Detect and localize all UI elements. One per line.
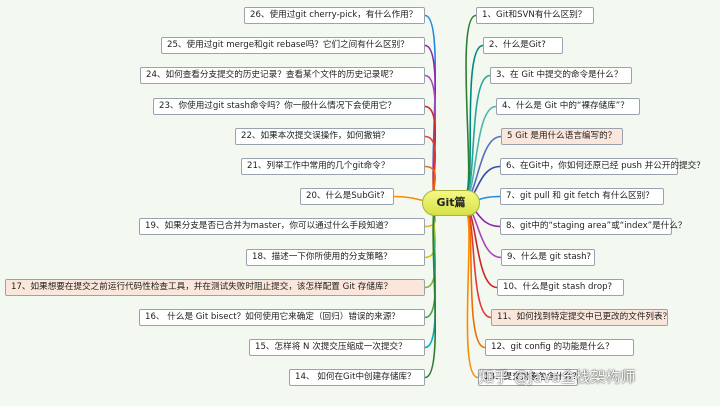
branch-left-12[interactable]: 15、怎样将 N 次提交压缩成一次提交？ [249,339,425,356]
branch-right-10[interactable]: 10、什么是git stash drop? [497,279,624,296]
branch-right-5[interactable]: 5 Git 是用什么语言编写的？ [501,128,623,145]
branch-right-1[interactable]: 1、Git和SVN有什么区别？ [476,7,594,24]
branch-right-7[interactable]: 7、git pull 和 git fetch 有什么区别？ [500,188,664,205]
branch-left-9[interactable]: 18、描述一下你所使用的分支策略？ [246,249,425,266]
connector-r1 [464,44,484,196]
branch-right-6[interactable]: 6、在Git中，你如何还原已经 push 并公开的提交？ [500,158,705,175]
connector-r0 [464,14,477,195]
branch-right-13[interactable]: 13、提交对象包含什么？ [478,369,581,386]
branch-right-4[interactable]: 4、什么是 Git 中的“裸存储库”？ [496,98,640,115]
connector-l12 [424,210,438,379]
center-topic[interactable]: Git篇 [422,190,480,216]
branch-left-4[interactable]: 23、你使用过git stash命令吗？你一般什么情况下会使用它？ [153,98,425,115]
branch-left-3[interactable]: 24、如何查看分支提交的历史记录？查看某个文件的历史记录呢？ [140,67,425,84]
branch-right-11[interactable]: 11、如何找到特定提交中已更改的文件列表？ [491,309,671,326]
branch-left-11[interactable]: 16、 什么是 Git bisect？如何使用它来确定（回归）错误的来源？ [139,309,425,326]
branch-left-6[interactable]: 21、列举工作中常用的几个git命令？ [241,158,425,175]
branch-left-5[interactable]: 22、如果本次提交误操作，如何撤销？ [235,128,425,145]
branch-left-10[interactable]: 17、如果想要在提交之前运行代码性检查工具，并在测试失败时阻止提交，该怎样配置 … [5,279,425,296]
branch-left-2[interactable]: 25、使用过git merge和git rebase吗？它们之间有什么区别？ [161,37,425,54]
branch-left-8[interactable]: 19、如果分支是否已合并为master，你可以通过什么手段知道？ [139,218,425,235]
branch-left-7[interactable]: 20、什么是SubGit? [300,188,394,205]
branch-right-9[interactable]: 9、什么是 git stash? [501,249,595,266]
branch-right-8[interactable]: 8、git中的“staging area”或“index”是什么？ [500,218,687,235]
branch-left-13[interactable]: 14、 如何在Git中创建存储库？ [289,369,425,386]
branch-right-2[interactable]: 2、什么是Git? [483,37,563,54]
branch-left-1[interactable]: 26、使用过git cherry-pick，有什么作用？ [244,7,425,24]
branch-right-12[interactable]: 12、git config 的功能是什么？ [485,339,634,356]
branch-right-3[interactable]: 3、在 Git 中提交的命令是什么？ [490,67,632,84]
connector-r12 [464,210,479,379]
